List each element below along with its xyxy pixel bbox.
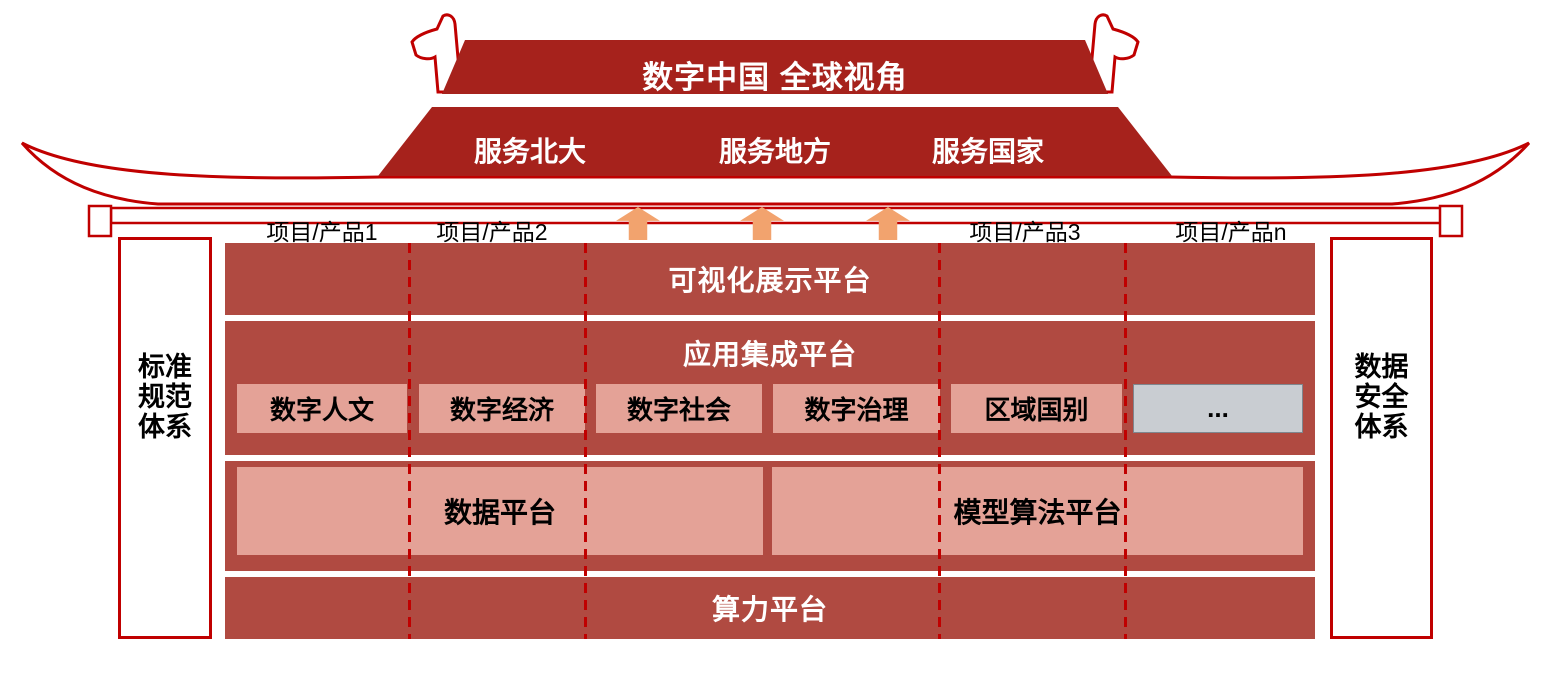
layer-title: 应用集成平台 [682, 339, 857, 370]
app-label: 区域国别 [984, 395, 1089, 425]
app-box-digital-humanities: 数字人文 [237, 384, 407, 433]
layer-visualization-platform: 可视化展示平台 [225, 243, 1315, 315]
app-box-digital-economy: 数字经济 [419, 384, 585, 433]
dashed-divider [584, 243, 587, 639]
beam-label-product-3: 项目/产品3 [969, 219, 1081, 245]
app-label: 数字经济 [449, 395, 554, 425]
roof-eave [20, 141, 1531, 206]
app-label: 数字人文 [269, 395, 374, 425]
pillar-standards-system: 标准 规范 体系 [118, 237, 212, 639]
layer-title: 算力平台 [711, 594, 828, 625]
roof-graphic [20, 13, 1531, 238]
dashed-divider [938, 243, 941, 639]
roof-service-panel [378, 107, 1172, 176]
app-label: 数字治理 [804, 395, 909, 425]
pillar-right-line: 体系 [1354, 412, 1409, 443]
app-label: ... [1207, 393, 1229, 423]
dashed-divider [1124, 243, 1127, 639]
ridge-ornament-right-icon [1087, 13, 1140, 94]
pillar-data-security-system: 数据 安全 体系 [1330, 237, 1433, 639]
app-box-regional-studies: 区域国别 [951, 384, 1122, 433]
data-platform-box: 数据平台 [237, 467, 763, 555]
beam-label-product-2: 项目/产品2 [436, 219, 548, 245]
beam-bracket-right [1438, 204, 1464, 238]
pillar-left-line: 标准 [138, 352, 192, 382]
diagram-title: 数字中国 全球视角 [642, 60, 908, 95]
app-box-digital-governance: 数字治理 [773, 384, 940, 433]
beam-label-product-n: 项目/产品n [1175, 219, 1287, 245]
dashed-divider [408, 243, 411, 639]
pillar-right-line: 数据 [1354, 352, 1409, 382]
pillar-right-line: 安全 [1354, 382, 1409, 413]
service-label-local: 服务地方 [718, 136, 832, 167]
service-label-pku: 服务北大 [473, 136, 587, 167]
beam-label-product-1: 项目/产品1 [266, 219, 378, 245]
app-box-digital-society: 数字社会 [596, 384, 762, 433]
pillar-left-line: 规范 [138, 382, 192, 413]
app-label: 数字社会 [626, 395, 731, 425]
pillar-left-line: 体系 [138, 412, 192, 443]
layer-compute-platform: 算力平台 [225, 577, 1315, 639]
ridge-ornament-left-icon [410, 13, 463, 94]
app-box-more: ... [1133, 384, 1303, 433]
platform-label: 模型算法平台 [953, 497, 1122, 528]
beam-bracket-left [87, 204, 113, 238]
platform-label: 数据平台 [443, 497, 556, 528]
service-label-nation: 服务国家 [931, 136, 1045, 167]
model-algorithm-platform-box: 模型算法平台 [772, 467, 1303, 555]
roof-ridge-panel [442, 40, 1108, 94]
layer-title: 可视化展示平台 [668, 265, 872, 296]
